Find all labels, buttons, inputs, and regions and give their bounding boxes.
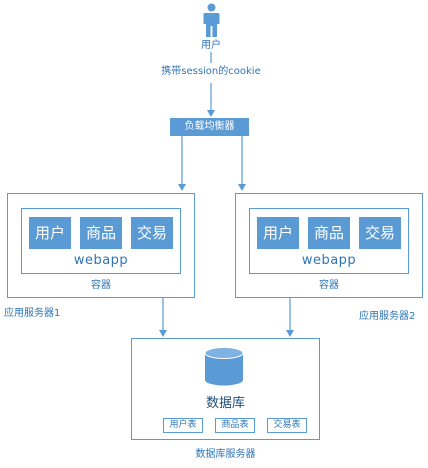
app-server-2: 用户 商品 交易 webapp 容器: [235, 193, 423, 298]
user-label: 用户: [201, 40, 221, 51]
app-server-label-2: 应用服务器2: [359, 311, 416, 322]
module-product-2: 商品: [308, 217, 350, 249]
load-balancer-box: 负载均衡器: [170, 118, 249, 136]
module-trade-1: 交易: [131, 217, 173, 249]
table-products: 商品表: [215, 418, 255, 433]
container-label-1: 容器: [91, 280, 111, 291]
database-server: 数据库 用户表 商品表 交易表: [131, 338, 320, 440]
database-server-label: 数据库服务器: [195, 449, 256, 460]
module-product-1: 商品: [80, 217, 122, 249]
app-server-1: 用户 商品 交易 webapp 容器: [7, 193, 195, 298]
module-trade-2: 交易: [359, 217, 401, 249]
module-user-1: 用户: [29, 217, 71, 249]
edge-label-cookie: 携带session的cookie: [161, 66, 261, 77]
database-icon: [204, 347, 244, 386]
user-icon: [203, 3, 220, 37]
container-2: 用户 商品 交易 webapp: [249, 208, 409, 274]
app-server-label-1: 应用服务器1: [4, 308, 61, 319]
table-trades: 交易表: [267, 418, 307, 433]
webapp-label-2: webapp: [301, 253, 357, 268]
webapp-label-1: webapp: [73, 253, 129, 268]
container-label-2: 容器: [319, 280, 339, 291]
database-title: 数据库: [205, 396, 245, 411]
container-1: 用户 商品 交易 webapp: [21, 208, 181, 274]
module-user-2: 用户: [257, 217, 299, 249]
table-users: 用户表: [163, 418, 203, 433]
